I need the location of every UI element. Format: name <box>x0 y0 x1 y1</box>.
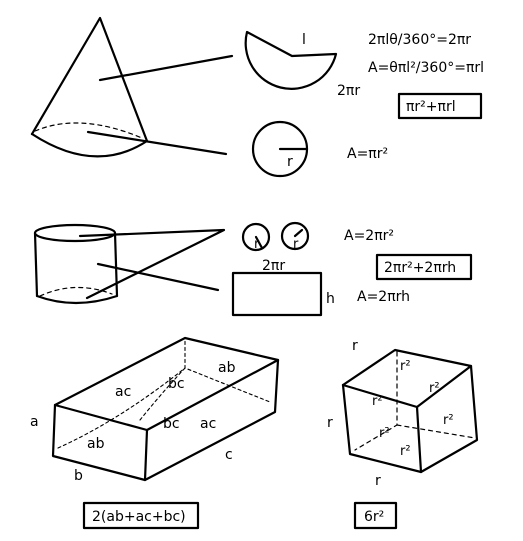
cone-arc-formula: 2πlθ/360°=2πr <box>368 32 471 48</box>
cube-shape <box>341 348 479 474</box>
cone-total-area-box <box>397 92 483 120</box>
cube-total-area-box <box>353 501 398 530</box>
cuboid-face-ab-top-label: ab <box>218 360 236 376</box>
cylinder-rect-height-label: h <box>326 291 335 307</box>
cuboid-total-area-box <box>82 501 200 530</box>
cone-circle-radius-label: r <box>287 154 293 170</box>
cuboid-total-area: 2(ab+ac+bc) <box>92 509 186 525</box>
cone-base-area-formula: A=πr² <box>347 146 388 162</box>
cone-sector-slant-label: l <box>302 32 306 48</box>
cone-sector-shape <box>244 30 338 90</box>
cuboid-face-bc-hidden-label: bc <box>168 376 185 392</box>
cylinder-circle-right <box>280 221 310 251</box>
cube-face-left-label: r² <box>372 394 383 409</box>
cylinder-circles-pointer-line <box>78 228 226 300</box>
cone-base-pointer-line <box>86 130 228 156</box>
cuboid-face-ac-top-label: ac <box>115 384 131 400</box>
cylinder-shape <box>33 223 119 305</box>
cube-face-top-label: r² <box>400 359 411 374</box>
cone-base-circle <box>251 120 309 178</box>
cuboid-edge-b-label: b <box>74 468 83 484</box>
cuboid-face-ac-side-label: ac <box>200 416 216 432</box>
cube-face-right-top-label: r² <box>429 381 440 396</box>
cuboid-edge-c-label: c <box>225 447 233 463</box>
cube-total-area: 6r² <box>364 509 384 525</box>
cuboid-face-bc-front-label: bc <box>163 416 180 432</box>
cylinder-circle-left <box>241 222 271 252</box>
cylinder-circles-area-formula: A=2πr² <box>344 228 394 244</box>
cube-face-front-label: r² <box>400 444 411 459</box>
cylinder-total-area-box <box>375 253 473 281</box>
cube-edge-left-label: r <box>327 415 333 431</box>
cylinder-rect-pointer-line <box>96 262 220 292</box>
cone-total-area: πr²+πrl <box>406 99 456 115</box>
cuboid-face-ab-front-label: ab <box>87 436 105 452</box>
cuboid-edge-a-label: a <box>30 414 39 430</box>
cube-edge-top-label: r <box>352 338 358 354</box>
cube-face-back-label: r² <box>379 426 390 441</box>
cone-sector-area-formula: A=θπl²/360°=πrl <box>368 60 484 76</box>
cone-sector-arc-label: 2πr <box>337 83 360 99</box>
cylinder-total-area: 2πr²+2πrh <box>384 260 456 276</box>
cone-shape <box>30 16 149 158</box>
cylinder-circle-left-radius-label: r <box>254 237 260 252</box>
cube-face-right-label: r² <box>443 413 454 428</box>
cuboid-shape <box>51 336 280 482</box>
cylinder-rect-area-formula: A=2πrh <box>357 289 410 305</box>
cube-edge-bottom-label: r <box>375 473 381 489</box>
cone-sector-pointer-line <box>98 54 234 82</box>
cylinder-rect-width-label: 2πr <box>262 258 285 274</box>
cylinder-lateral-rectangle <box>231 271 323 317</box>
cylinder-circle-right-radius-label: r <box>293 237 299 252</box>
